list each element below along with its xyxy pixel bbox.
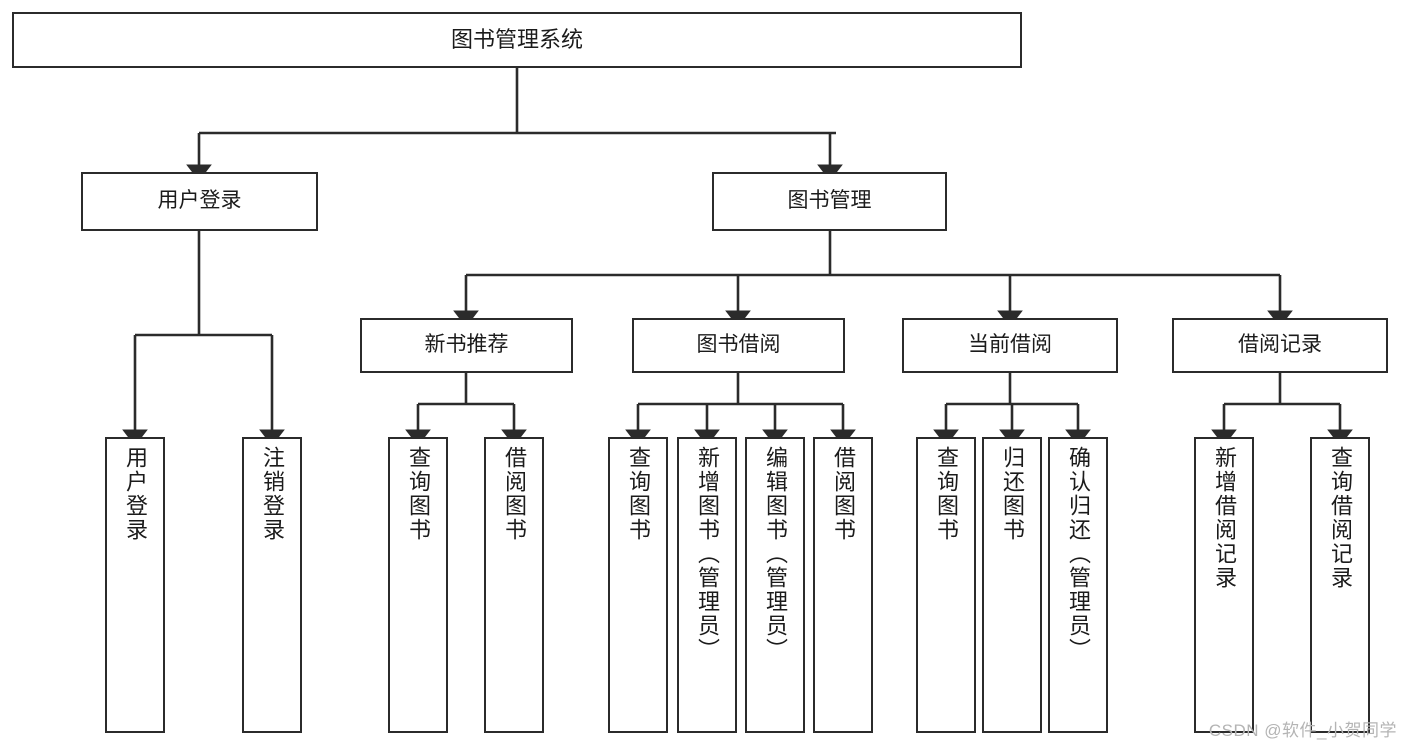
leaf-user-login[interactable]: 用户登录 [105, 437, 165, 733]
node-user-login[interactable]: 用户登录 [81, 172, 318, 231]
leaf-current-confirm-return-admin[interactable]: 确认归还（管理员） [1048, 437, 1108, 733]
leaf-new-book-query-label: 查询图书 [406, 446, 431, 542]
node-root-label: 图书管理系统 [450, 27, 583, 53]
leaf-new-book-query[interactable]: 查询图书 [388, 437, 448, 733]
node-current-borrow[interactable]: 当前借阅 [902, 318, 1118, 373]
leaf-current-confirm-return-admin-label: 确认归还（管理员） [1066, 446, 1091, 662]
leaf-current-return-book[interactable]: 归还图书 [982, 437, 1042, 733]
node-current-borrow-label: 当前借阅 [968, 333, 1052, 357]
leaf-borrow-edit-book-admin[interactable]: 编辑图书（管理员） [745, 437, 805, 733]
leaf-records-add[interactable]: 新增借阅记录 [1194, 437, 1254, 733]
watermark: CSDN @软件_小贺同学 [1208, 721, 1397, 740]
leaf-logout[interactable]: 注销登录 [242, 437, 302, 733]
node-borrow-records[interactable]: 借阅记录 [1172, 318, 1388, 373]
leaf-borrow-add-book-admin-label: 新增图书（管理员） [695, 446, 720, 662]
leaf-logout-label: 注销登录 [260, 446, 285, 542]
node-new-book-recommend[interactable]: 新书推荐 [360, 318, 573, 373]
node-root[interactable]: 图书管理系统 [12, 12, 1022, 68]
leaf-borrow-borrow-book-label: 借阅图书 [831, 446, 856, 542]
node-user-login-label: 用户登录 [157, 189, 242, 213]
node-borrow-records-label: 借阅记录 [1238, 333, 1322, 357]
node-book-management[interactable]: 图书管理 [712, 172, 947, 231]
leaf-new-book-borrow-label: 借阅图书 [502, 446, 527, 542]
leaf-borrow-query-book-label: 查询图书 [626, 446, 651, 542]
leaf-borrow-add-book-admin[interactable]: 新增图书（管理员） [677, 437, 737, 733]
leaf-current-query-book-label: 查询图书 [934, 446, 959, 542]
leaf-current-query-book[interactable]: 查询图书 [916, 437, 976, 733]
leaf-records-query[interactable]: 查询借阅记录 [1310, 437, 1370, 733]
leaf-records-add-label: 新增借阅记录 [1212, 446, 1237, 590]
leaf-borrow-edit-book-admin-label: 编辑图书（管理员） [763, 446, 788, 662]
leaf-borrow-query-book[interactable]: 查询图书 [608, 437, 668, 733]
node-book-borrow[interactable]: 图书借阅 [632, 318, 845, 373]
node-book-borrow-label: 图书借阅 [696, 333, 781, 357]
node-new-book-recommend-label: 新书推荐 [424, 333, 509, 357]
leaf-borrow-borrow-book[interactable]: 借阅图书 [813, 437, 873, 733]
leaf-user-login-label: 用户登录 [123, 446, 148, 542]
leaf-current-return-book-label: 归还图书 [1000, 446, 1025, 542]
leaf-records-query-label: 查询借阅记录 [1328, 446, 1353, 590]
node-book-management-label: 图书管理 [787, 189, 872, 213]
leaf-new-book-borrow[interactable]: 借阅图书 [484, 437, 544, 733]
